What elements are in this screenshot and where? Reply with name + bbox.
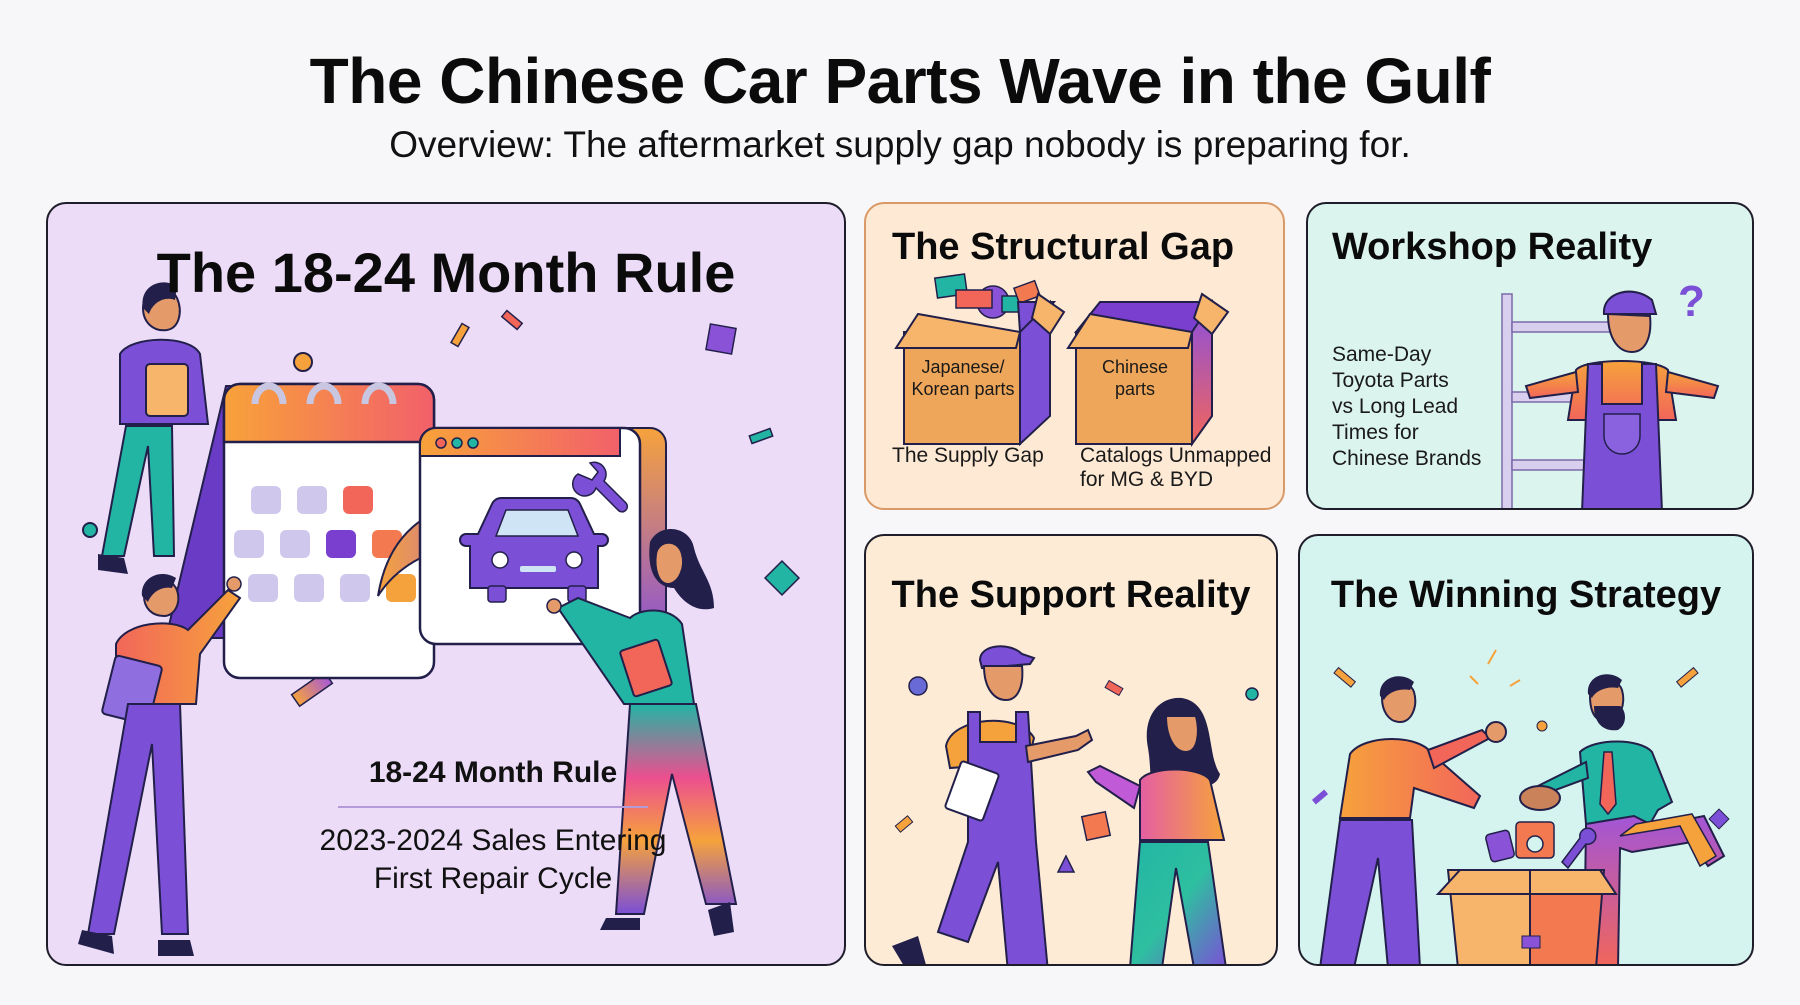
support-illustration <box>892 645 1259 964</box>
page-title: The Chinese Car Parts Wave in the Gulf <box>309 45 1491 117</box>
rule-caption: 18-24 Month Rule 2023-2024 Sales Enterin… <box>248 756 738 898</box>
box-chinese-empty <box>1066 292 1230 448</box>
customer-pointing <box>1086 697 1227 964</box>
page-subtitle: Overview: The aftermarket supply gap nob… <box>389 124 1411 165</box>
mechanic-shrugging <box>1524 290 1720 508</box>
person-right-handshake <box>1532 674 1726 964</box>
panel-title: The 18-24 Month Rule <box>156 241 736 304</box>
divider <box>338 806 648 808</box>
handshake-icon <box>1519 785 1561 811</box>
person-left-handshake <box>1319 676 1507 964</box>
panel-title: The Support Reality <box>891 574 1251 616</box>
wrench-icon <box>1561 827 1597 870</box>
workshop-description: Same-Day Toyota Parts vs Long Lead Times… <box>1332 343 1482 470</box>
confetti-dot <box>293 352 313 372</box>
caption-line-2: First Repair Cycle <box>373 862 613 895</box>
caption-line-1: 2023-2024 Sales Entering <box>319 824 667 857</box>
calendar-icon <box>164 382 436 680</box>
person-pointing-woman <box>546 529 738 936</box>
panel-winning-strategy: The Winning Strategy <box>1298 534 1754 966</box>
wrench-icon <box>571 461 629 513</box>
caption-supply-gap: The Supply Gap <box>892 444 1044 467</box>
caption-catalogs-unmapped: Catalogs Unmapped for MG & BYD <box>1080 444 1272 491</box>
panel-title: The Structural Gap <box>892 226 1235 268</box>
person-standing-clipboard <box>98 282 210 574</box>
panel-title: The Winning Strategy <box>1330 574 1722 616</box>
parts-box <box>1435 821 1618 964</box>
panel-month-rule: The 18-24 Month Rule 18-24 Month Rule 20… <box>46 202 846 966</box>
browser-window <box>418 426 667 646</box>
mechanic-with-clipboard <box>892 645 1094 964</box>
car-icon <box>459 497 609 603</box>
panel-title: Workshop Reality <box>1332 226 1653 268</box>
strategy-illustration <box>1311 649 1730 964</box>
workshop-illustration: ? <box>1501 277 1720 508</box>
boxes-illustration <box>894 273 1230 448</box>
question-mark-icon: ? <box>1678 277 1705 326</box>
box-label-japanese-korean: Japanese/ Korean parts <box>911 357 1015 399</box>
caption-heading: 18-24 Month Rule <box>368 756 618 789</box>
panel-workshop-reality: ? Workshop Reality Same-Day Toyota Parts… <box>1306 202 1754 510</box>
panel-support-reality: The Support Reality <box>864 534 1278 966</box>
box-label-chinese: Chinese parts <box>1101 357 1169 399</box>
month-rule-illustration <box>78 282 801 956</box>
panel-structural-gap: The Structural Gap Japanese/ Korean part… <box>864 202 1285 510</box>
box-japanese-korean <box>894 273 1066 447</box>
person-pointing-orange <box>78 574 242 956</box>
